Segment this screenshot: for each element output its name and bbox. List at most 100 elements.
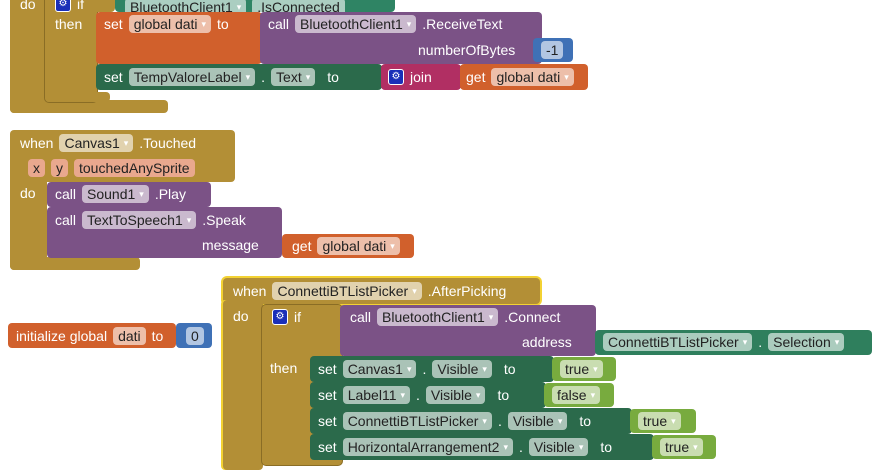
block-text: Sound1 <box>87 186 136 202</box>
property-dropdown[interactable]: Visible▾ <box>425 386 486 404</box>
block-row: message <box>202 233 259 257</box>
if-block[interactable] <box>45 0 97 102</box>
block-row: get global dati▾ <box>292 234 400 258</box>
block-text: . <box>416 387 420 403</box>
param-label: numberOfBytes <box>418 42 516 58</box>
param-touched-any-sprite[interactable]: touchedAnySprite <box>74 159 195 177</box>
block-text: Visible <box>430 387 472 403</box>
block-text: set <box>318 413 337 429</box>
gear-icon[interactable]: ⚙ <box>272 309 288 325</box>
event-block-1[interactable] <box>10 0 46 113</box>
component-dropdown[interactable]: Canvas1▾ <box>59 134 134 152</box>
block-row: do <box>233 304 249 328</box>
if-label: if <box>77 0 84 12</box>
to-label: to <box>327 69 339 85</box>
event-label: .Touched <box>139 135 197 151</box>
block-text: Canvas1 <box>64 135 120 151</box>
property-dropdown[interactable]: Visible▾ <box>507 412 568 430</box>
dropdown-arrow-icon: ▾ <box>305 71 311 82</box>
component-dropdown[interactable]: Label11▾ <box>342 386 411 404</box>
call-label: call <box>55 186 77 202</box>
picker-dropdown[interactable]: ConnettiBTListPicker▾ <box>603 333 753 351</box>
block-text: .IsConnected <box>257 0 340 15</box>
block-text: global dati <box>496 69 561 85</box>
call-label: call <box>55 212 77 228</box>
variable-name-field[interactable]: dati <box>113 327 146 345</box>
variable-dropdown[interactable]: global dati▾ <box>317 237 400 255</box>
block-row: address <box>522 330 572 354</box>
block-row: do <box>20 181 36 205</box>
set-label: set <box>104 69 123 85</box>
block-text: to <box>497 387 510 403</box>
method-label: .Connect <box>504 309 561 325</box>
block-text: ConnettiBTListPicker <box>608 334 739 350</box>
block-text: . <box>497 413 502 429</box>
method-label: .Speak <box>202 212 246 228</box>
component-dropdown[interactable]: TempValoreLabel▾ <box>128 68 256 86</box>
block-row: set ConnettiBTListPicker▾. Visible▾ to <box>318 409 591 433</box>
event-left <box>223 300 263 470</box>
block-text: . <box>518 439 523 455</box>
dropdown-arrow-icon: ▾ <box>123 137 129 148</box>
property-dropdown[interactable]: Visible▾ <box>432 360 492 378</box>
component-dropdown[interactable]: ConnettiBTListPicker▾ <box>272 282 422 300</box>
sound-dropdown[interactable]: Sound1▾ <box>82 185 149 203</box>
dropdown-arrow-icon: ▾ <box>503 441 508 452</box>
number-field[interactable]: -1 <box>541 41 564 59</box>
get-label: get <box>292 238 312 254</box>
block-text: Canvas1 <box>347 361 403 377</box>
variable-dropdown[interactable]: global dati▾ <box>128 15 212 33</box>
do-label: do <box>233 308 249 324</box>
then-label: then <box>270 360 298 376</box>
initialize-global-block[interactable] <box>8 323 176 348</box>
boolean-dropdown[interactable]: true▾ <box>660 438 703 456</box>
variable-dropdown[interactable]: global dati▾ <box>491 68 574 86</box>
join-label: join <box>410 69 432 85</box>
property-dropdown[interactable]: Selection▾ <box>768 333 845 351</box>
to-label: to <box>217 16 229 32</box>
block-row: call TextToSpeech1▾ .Speak <box>55 208 246 232</box>
block-text: Visible <box>437 361 479 377</box>
component-dropdown[interactable]: Canvas1▾ <box>342 360 417 378</box>
block-row: true▾ <box>638 409 681 433</box>
component-dropdown[interactable]: HorizontalArrangement2▾ <box>342 438 513 456</box>
property-dropdown[interactable]: Visible▾ <box>528 438 589 456</box>
block-row: ⚙ if <box>55 0 84 16</box>
block-text: set <box>318 439 337 455</box>
block-text: to <box>600 439 613 455</box>
boolean-dropdown[interactable]: true▾ <box>638 412 681 430</box>
tts-dropdown[interactable]: TextToSpeech1▾ <box>82 211 197 229</box>
event-bottom <box>10 257 140 270</box>
block-row: ConnettiBTListPicker▾.Selection▾ <box>603 330 845 354</box>
gear-icon[interactable]: ⚙ <box>55 0 71 12</box>
number-field[interactable]: 0 <box>186 327 204 345</box>
do-text: do <box>20 0 36 12</box>
block-text: to <box>579 413 592 429</box>
gear-icon[interactable]: ⚙ <box>388 69 404 85</box>
block-text: BluetoothClient1 <box>382 309 485 325</box>
dropdown-arrow-icon: ▾ <box>593 363 598 374</box>
client-dropdown[interactable]: BluetoothClient1▾ <box>377 308 499 326</box>
boolean-dropdown[interactable]: false▾ <box>552 386 601 404</box>
dropdown-arrow-icon: ▾ <box>693 441 698 452</box>
block-text: Label11 <box>347 387 397 403</box>
dropdown-arrow-icon: ▾ <box>139 188 144 199</box>
block-text: BluetoothClient1 <box>300 16 403 32</box>
property-dropdown[interactable]: Text▾ <box>271 68 316 86</box>
boolean-dropdown[interactable]: true▾ <box>560 360 603 378</box>
param-y[interactable]: y <box>51 159 68 177</box>
event-label: .AfterPicking <box>427 283 507 299</box>
if-bottom <box>45 92 110 102</box>
client-dropdown[interactable]: BluetoothClient1▾ <box>295 15 417 33</box>
dropdown-arrow-icon: ▾ <box>406 18 412 29</box>
block-text: TextToSpeech1 <box>87 212 183 228</box>
param-x[interactable]: x <box>28 159 45 177</box>
block-text: Visible <box>533 439 575 455</box>
component-dropdown[interactable]: ConnettiBTListPicker▾ <box>342 412 492 430</box>
